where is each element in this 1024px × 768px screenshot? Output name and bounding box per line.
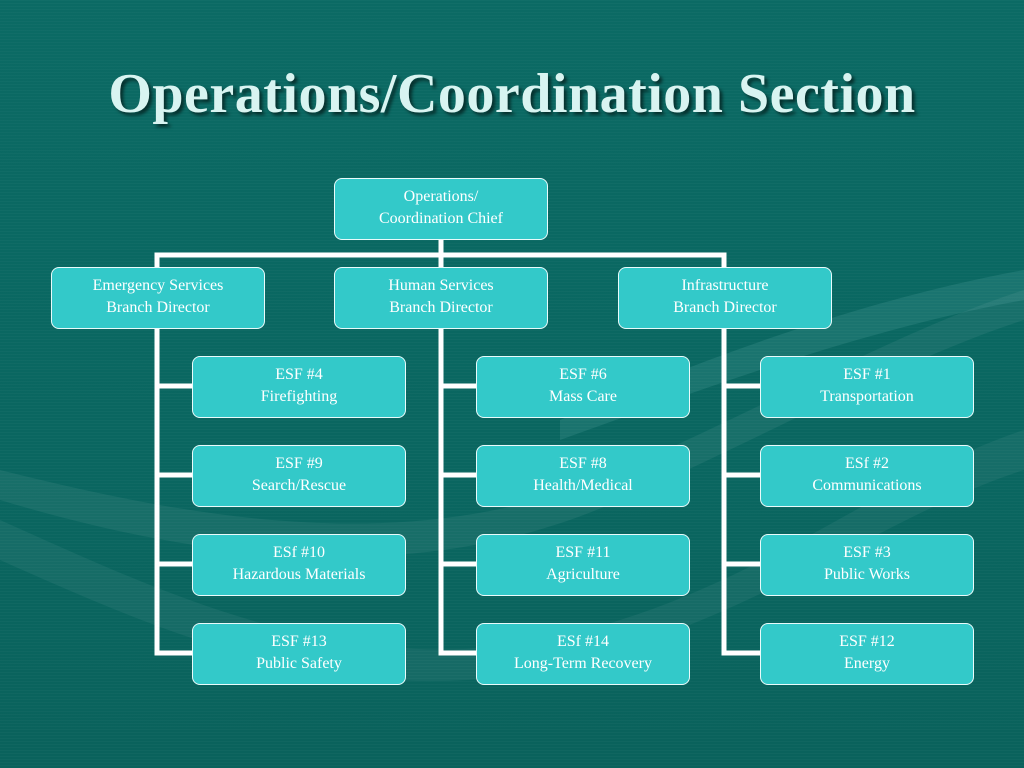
esf-number: ESF #8 bbox=[559, 455, 607, 472]
esf-function: Hazardous Materials bbox=[232, 566, 366, 583]
esf-function: Search/Rescue bbox=[251, 477, 347, 494]
esf-function: Transportation bbox=[820, 388, 914, 405]
esf-function: Health/Medical bbox=[533, 477, 633, 494]
branch-label-line2: Branch Director bbox=[106, 299, 210, 316]
esf-box: ESF #8 Health/Medical bbox=[476, 445, 690, 507]
esf-number: ESf #2 bbox=[845, 455, 889, 472]
page-title: Operations/Coordination Section bbox=[108, 63, 916, 125]
esf-box: ESf #2 Communications bbox=[760, 445, 974, 507]
esf-function: Firefighting bbox=[260, 388, 338, 405]
branch-label-line2: Branch Director bbox=[389, 299, 493, 316]
esf-number: ESf #14 bbox=[557, 633, 609, 650]
branch-label-line1: Human Services bbox=[388, 277, 494, 294]
esf-number: ESF #6 bbox=[559, 366, 607, 383]
esf-function: Mass Care bbox=[549, 388, 617, 405]
emergency-services-branch-box: Emergency Services Branch Director bbox=[51, 267, 265, 329]
esf-number: ESf #10 bbox=[273, 544, 325, 561]
esf-box: ESf #10 Hazardous Materials bbox=[192, 534, 406, 596]
esf-number: ESF #4 bbox=[275, 366, 323, 383]
operations-chief-box: Operations/ Coordination Chief bbox=[334, 178, 548, 240]
esf-box: ESF #3 Public Works bbox=[760, 534, 974, 596]
esf-box: ESf #14 Long-Term Recovery bbox=[476, 623, 690, 685]
esf-box: ESF #6 Mass Care bbox=[476, 356, 690, 418]
esf-box: ESF #11 Agriculture bbox=[476, 534, 690, 596]
esf-box: ESF #12 Energy bbox=[760, 623, 974, 685]
esf-box: ESF #13 Public Safety bbox=[192, 623, 406, 685]
esf-number: ESF #12 bbox=[839, 633, 895, 650]
esf-function: Public Safety bbox=[256, 655, 342, 672]
infrastructure-branch-box: Infrastructure Branch Director bbox=[618, 267, 832, 329]
esf-function: Communications bbox=[812, 477, 922, 494]
esf-number: ESF #11 bbox=[555, 544, 611, 561]
human-services-branch-box: Human Services Branch Director bbox=[334, 267, 548, 329]
esf-number: ESF #1 bbox=[843, 366, 891, 383]
esf-box: ESF #9 Search/Rescue bbox=[192, 445, 406, 507]
esf-box: ESF #4 Firefighting bbox=[192, 356, 406, 418]
esf-function: Long-Term Recovery bbox=[514, 655, 652, 672]
esf-function: Agriculture bbox=[546, 566, 620, 583]
branch-label-line1: Emergency Services bbox=[92, 277, 224, 294]
esf-number: ESF #13 bbox=[271, 633, 327, 650]
branch-label-line2: Branch Director bbox=[673, 299, 777, 316]
chief-label-line2: Coordination Chief bbox=[379, 210, 503, 227]
branch-label-line1: Infrastructure bbox=[681, 277, 769, 294]
chief-label-line1: Operations/ bbox=[403, 188, 479, 205]
esf-number: ESF #9 bbox=[275, 455, 323, 472]
esf-box: ESF #1 Transportation bbox=[760, 356, 974, 418]
esf-function: Public Works bbox=[824, 566, 910, 583]
esf-number: ESF #3 bbox=[843, 544, 891, 561]
esf-function: Energy bbox=[844, 655, 890, 672]
